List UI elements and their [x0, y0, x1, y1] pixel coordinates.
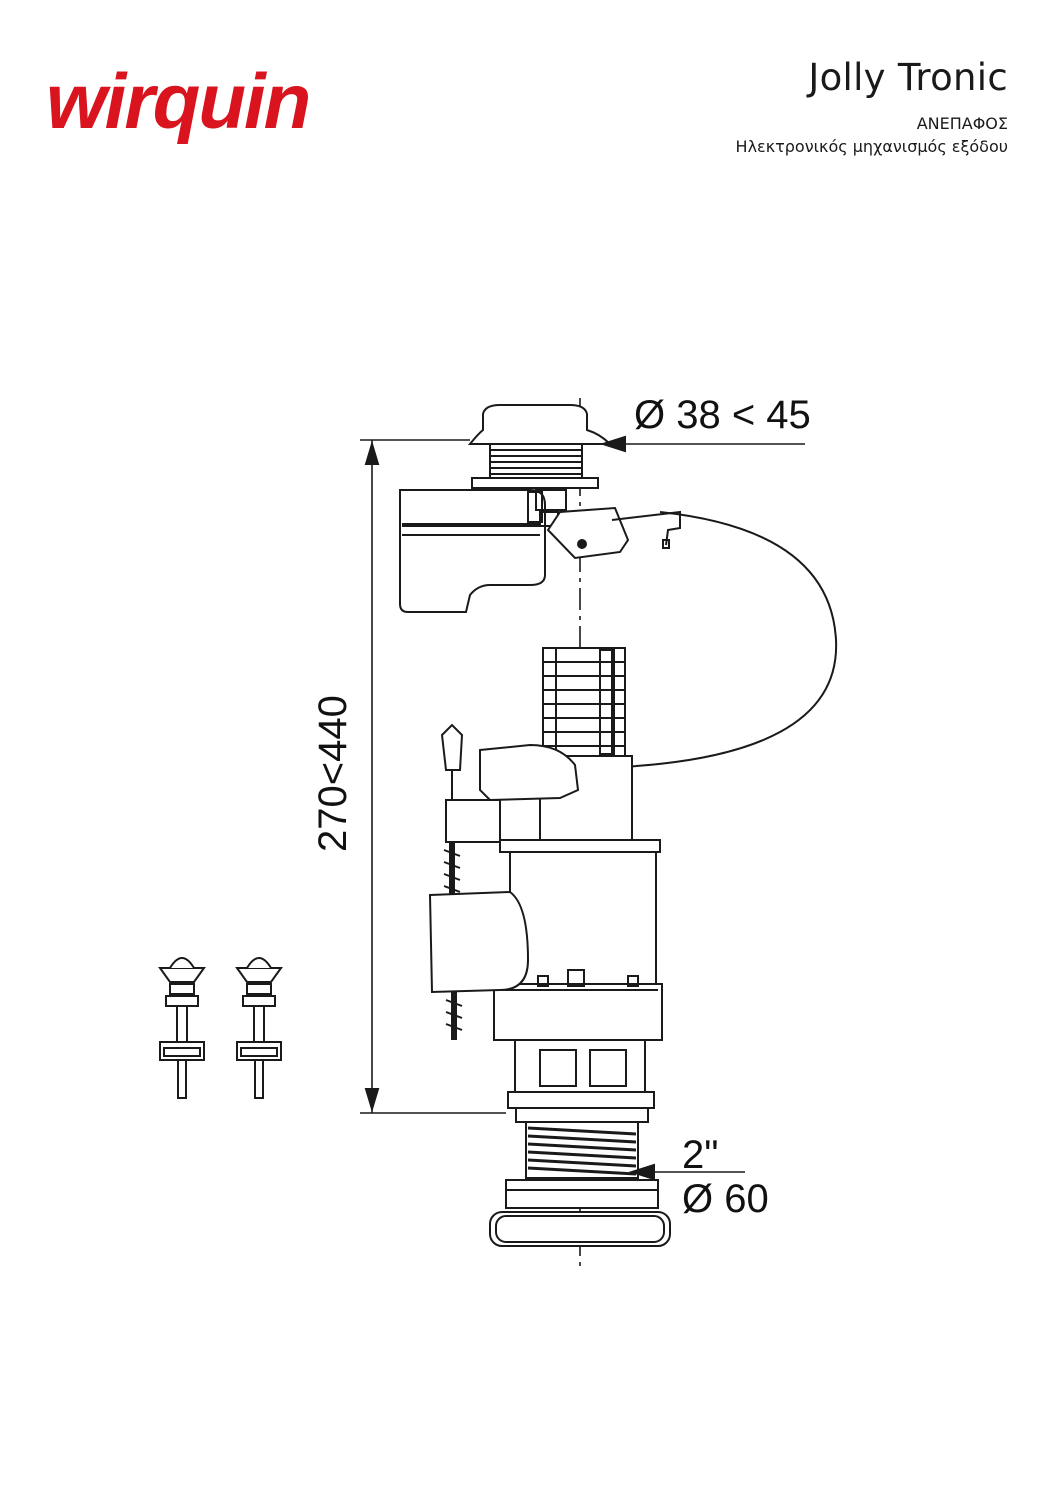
thread-label: 2" — [682, 1133, 718, 1177]
top-diameter-label: Ø 38 < 45 — [634, 393, 811, 437]
height-label: 270<440 — [311, 695, 355, 852]
product-description: Ηλεκτρονικός μηχανισμός εξόδου — [735, 137, 1008, 156]
height-dimension — [360, 439, 506, 1114]
valve-body — [493, 755, 663, 1041]
wirquin-logo: wirquin — [44, 66, 424, 161]
bottom-diameter-label: Ø 60 — [682, 1177, 769, 1221]
header: Jolly Tronic ΑΝΕΠΑΦΟΣ Ηλεκτρονικός μηχαν… — [736, 56, 1008, 158]
fixing-screw-icon — [158, 957, 206, 1099]
overflow-adjuster — [428, 723, 580, 1040]
logo-wordmark: wirquin — [46, 66, 309, 145]
product-name: Jolly Tronic — [808, 56, 1008, 99]
sensor-cable — [599, 511, 838, 769]
flush-button — [467, 404, 613, 489]
product-subtitle: ΑΝΕΠΑΦΟΣ — [916, 114, 1008, 133]
outlet-assembly — [489, 1039, 671, 1247]
sensor-unit — [399, 489, 681, 613]
bottom-diameter-dimension — [628, 1163, 745, 1181]
float-cage — [542, 647, 626, 757]
top-diameter-dimension — [599, 435, 805, 453]
fixing-screw-icon — [235, 957, 283, 1099]
